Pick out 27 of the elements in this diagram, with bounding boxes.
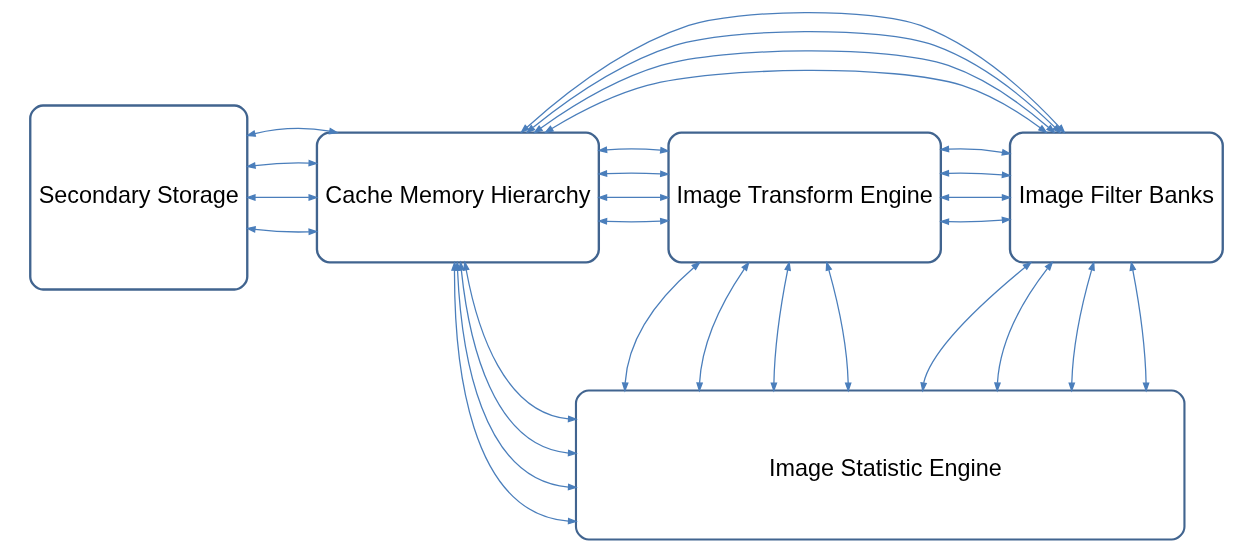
arrow <box>245 159 319 169</box>
arrow <box>543 69 1048 134</box>
arrow <box>939 216 1012 226</box>
arrow <box>993 260 1054 393</box>
arrow <box>245 226 319 236</box>
arrow <box>825 260 852 393</box>
arrow <box>462 260 578 423</box>
arrow <box>245 193 319 201</box>
arrow <box>597 193 671 201</box>
node-box: Image Filter Banks <box>1008 131 1224 264</box>
arrow <box>597 146 671 154</box>
arrow <box>245 127 339 137</box>
arrow <box>939 193 1012 201</box>
arrow <box>533 50 1056 134</box>
arrow <box>1129 260 1150 393</box>
arrow <box>597 217 671 225</box>
arrow <box>696 261 750 393</box>
arrow <box>597 170 671 178</box>
node-box: Cache Memory Hierarchy <box>315 131 600 264</box>
node-box: Secondary Storage <box>29 104 249 291</box>
arrow <box>621 261 702 393</box>
arrow <box>1068 260 1095 393</box>
arrow <box>770 260 791 393</box>
arrow <box>939 145 1012 156</box>
arrow <box>939 169 1012 179</box>
node-box: Image Transform Engine <box>667 131 942 264</box>
arrow <box>920 261 1033 393</box>
